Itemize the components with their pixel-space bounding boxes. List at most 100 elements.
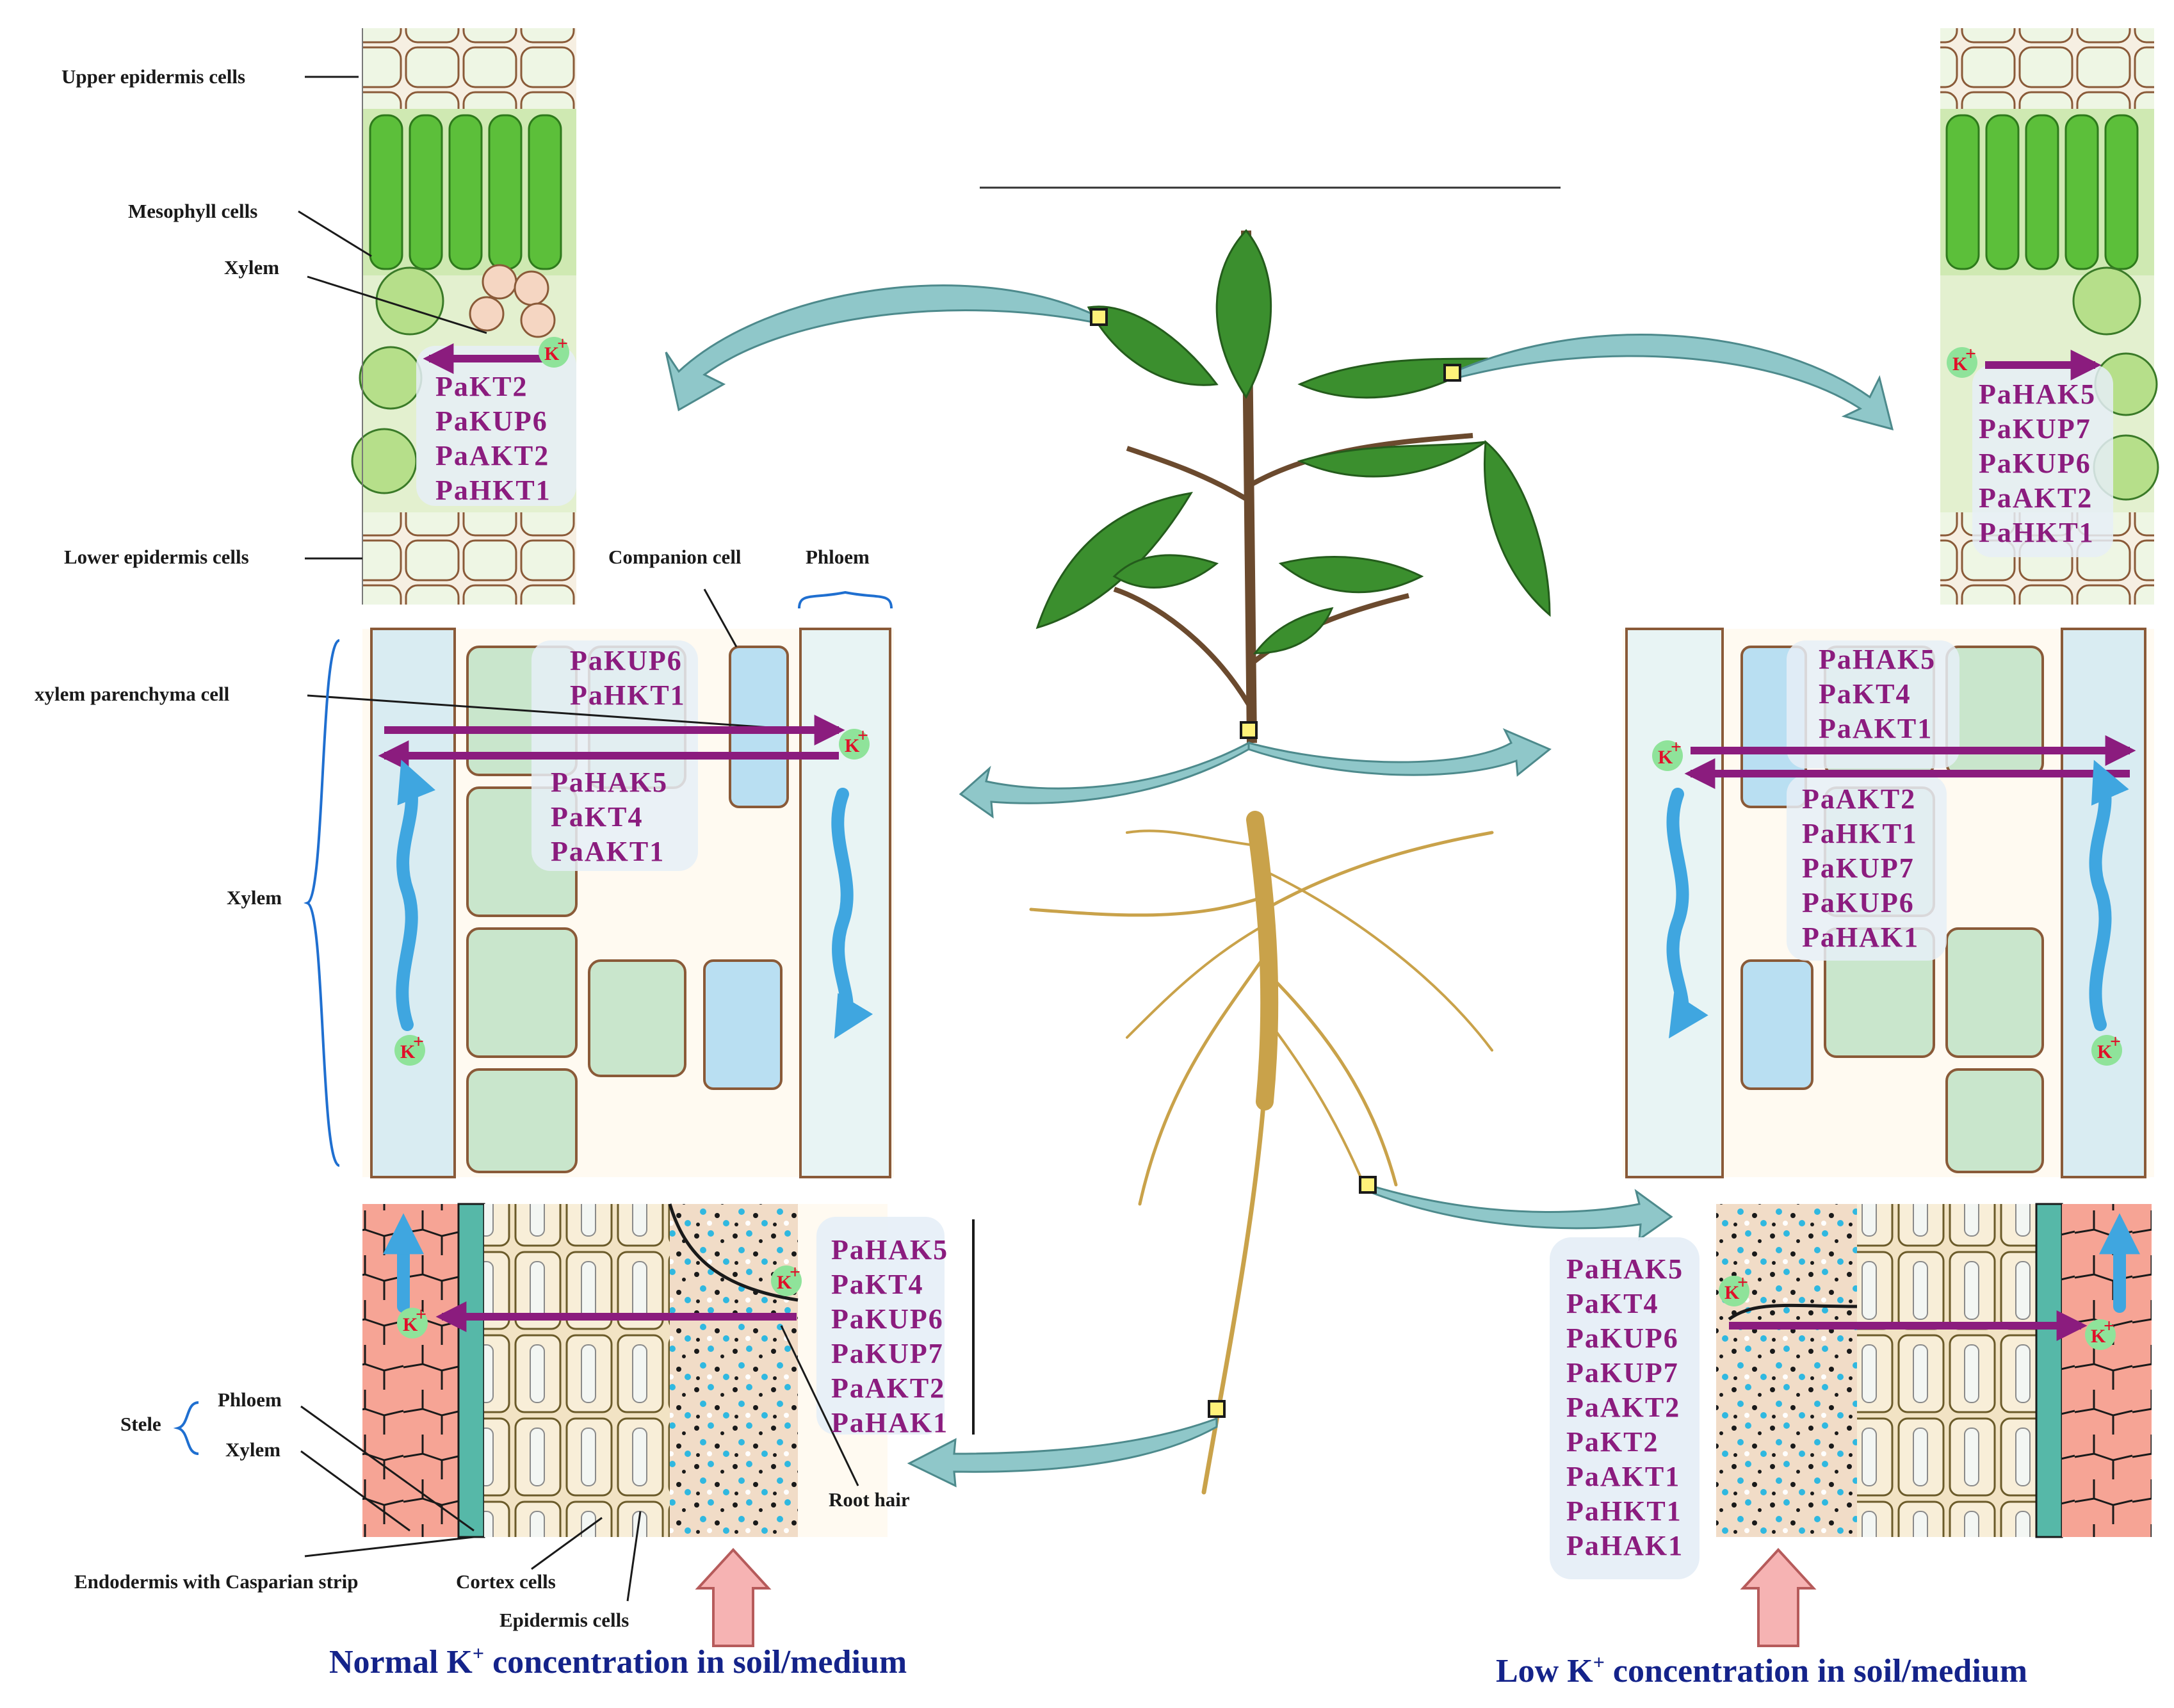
svg-text:K: K [1952, 354, 1968, 375]
structure-labels: Upper epidermis cells Mesophyll cells Xy… [35, 65, 910, 1631]
pointer-origin-markers [1090, 308, 1461, 1418]
svg-text:+: + [416, 1304, 426, 1325]
svg-text:PaAKT1: PaAKT1 [551, 836, 665, 867]
ion-root-low-soil: K+ [1719, 1272, 1749, 1306]
label-xylem-parenchyma: xylem parenchyma cell [35, 683, 230, 705]
svg-text:PaHAK1: PaHAK1 [1802, 922, 1919, 953]
soil-arrow-low [1740, 1548, 1817, 1647]
svg-text:PaKUP7: PaKUP7 [1802, 852, 1915, 884]
root-section-normal [362, 1203, 975, 1538]
svg-text:PaKUP7: PaKUP7 [1979, 413, 2091, 444]
svg-text:PaKUP6: PaKUP6 [1802, 887, 1915, 918]
ion-leaf-normal: K+ [539, 333, 569, 368]
svg-text:PaKUP6: PaKUP6 [1566, 1322, 1679, 1354]
svg-text:PaKUP6: PaKUP6 [435, 405, 548, 437]
svg-text:K: K [1724, 1282, 1740, 1303]
svg-text:+: + [557, 333, 568, 354]
label-companion-cell: Companion cell [608, 546, 742, 568]
svg-text:K: K [2091, 1326, 2106, 1347]
svg-text:PaHKT1: PaHKT1 [435, 475, 551, 506]
svg-text:+: + [1737, 1272, 1748, 1293]
svg-text:PaHKT1: PaHKT1 [1802, 818, 1918, 849]
stem-section-normal [362, 628, 894, 1178]
label-upper-epidermis: Upper epidermis cells [61, 65, 245, 88]
gene-list-stem-normal-upper: PaKUP6 PaHKT1 [570, 645, 686, 711]
svg-text:PaKT2: PaKT2 [435, 371, 528, 402]
svg-text:PaHAK5: PaHAK5 [1566, 1253, 1683, 1285]
gene-list-root-normal: PaHAK5 PaKT4 PaKUP6 PaKUP7 PaAKT2 PaHAK1 [831, 1234, 948, 1438]
label-xylem-stem: Xylem [227, 886, 282, 909]
svg-text:PaKT4: PaKT4 [551, 801, 643, 833]
label-xylem-leaf: Xylem [224, 256, 279, 279]
svg-text:PaKUP6: PaKUP6 [831, 1303, 944, 1335]
svg-text:PaKT4: PaKT4 [1566, 1288, 1659, 1319]
svg-text:PaKUP6: PaKUP6 [1979, 448, 2091, 479]
svg-text:K: K [1658, 747, 1673, 768]
ion-markers: K+ K+ K+ K+ K+ K+ K+ K+ K+ K+ [394, 333, 2122, 1350]
ion-root-normal-soil: K+ [771, 1262, 802, 1296]
svg-text:PaHAK5: PaHAK5 [551, 767, 668, 798]
svg-text:PaHAK1: PaHAK1 [831, 1407, 948, 1438]
svg-text:+: + [2104, 1315, 2114, 1337]
gene-list-root-low: PaHAK5 PaKT4 PaKUP6 PaKUP7 PaAKT2 PaKT2 … [1566, 1253, 1683, 1561]
ion-root-low-stele: K+ [2085, 1315, 2116, 1350]
svg-text:+: + [857, 725, 868, 746]
svg-text:+: + [1965, 343, 1976, 364]
ion-stem-normal-phloem: K+ [839, 725, 870, 760]
soil-arrow-normal [695, 1548, 772, 1647]
svg-text:PaAKT2: PaAKT2 [1802, 783, 1916, 815]
ion-stem-normal-xylem: K+ [394, 1031, 425, 1066]
title-normal-condition: Normal K+ concentration in soil/medium [329, 1641, 907, 1680]
title-low-condition: Low K+ concentration in soil/medium [1496, 1650, 2027, 1689]
label-root-hair: Root hair [829, 1488, 910, 1511]
gene-list-stem-normal-lower: PaHAK5 PaKT4 PaAKT1 [551, 767, 668, 867]
label-stele: Stele [120, 1413, 161, 1435]
label-cortex: Cortex cells [456, 1570, 556, 1593]
svg-text:PaHAK5: PaHAK5 [1979, 378, 2096, 410]
svg-text:K: K [777, 1272, 792, 1293]
flow-arrow-stem-normal-xylem [396, 760, 435, 1031]
svg-text:+: + [2110, 1031, 2121, 1052]
label-stele-xylem: Xylem [225, 1438, 280, 1461]
ion-stem-low-phloem: K+ [1652, 736, 1683, 771]
svg-text:PaHKT1: PaHKT1 [1979, 517, 2095, 548]
svg-text:PaAKT2: PaAKT2 [1566, 1392, 1680, 1423]
svg-text:PaHAK5: PaHAK5 [1819, 644, 1936, 675]
gene-list-stem-low-upper: PaHAK5 PaKT4 PaAKT1 [1819, 644, 1936, 744]
svg-text:PaHAK1: PaHAK1 [1566, 1530, 1683, 1561]
soil-arrows [695, 1548, 1817, 1647]
root-section-low [1550, 1203, 2152, 1579]
gene-lists: PaKT2 PaKUP6 PaAKT2 PaHKT1 PaKUP6 PaHKT1… [435, 371, 2096, 1561]
leaf-section-normal [351, 28, 576, 605]
flow-arrow-stem-low-phloem [1666, 788, 1708, 1039]
svg-text:PaKUP7: PaKUP7 [831, 1338, 944, 1369]
svg-text:PaKUP7: PaKUP7 [1566, 1357, 1679, 1388]
label-phloem-top: Phloem [806, 546, 870, 568]
svg-text:PaHKT1: PaHKT1 [1566, 1495, 1682, 1527]
flow-arrow-stem-low-xylem [2089, 760, 2129, 1031]
svg-text:PaAKT1: PaAKT1 [1566, 1461, 1680, 1492]
label-lower-epidermis: Lower epidermis cells [64, 546, 249, 568]
svg-text:K: K [544, 343, 560, 364]
svg-text:PaHKT1: PaHKT1 [570, 679, 686, 711]
label-endodermis: Endodermis with Casparian strip [74, 1570, 359, 1593]
svg-text:K: K [845, 735, 860, 756]
condition-titles: Normal K+ concentration in soil/medium L… [329, 1641, 2027, 1689]
svg-text:+: + [1671, 736, 1682, 758]
svg-text:PaKT4: PaKT4 [831, 1269, 923, 1300]
gene-list-leaf-low: PaHAK5 PaKUP7 PaKUP6 PaAKT2 PaHKT1 [1979, 378, 2096, 548]
flow-arrows [382, 760, 2141, 1313]
ion-root-normal-stele: K+ [397, 1304, 428, 1338]
ion-stem-low-xylem: K+ [2091, 1031, 2122, 1066]
pointer-arrows [665, 284, 1894, 1488]
flow-arrow-stem-normal-phloem [831, 788, 873, 1039]
svg-text:+: + [413, 1031, 424, 1052]
svg-text:PaAKT2: PaAKT2 [435, 440, 549, 471]
svg-text:PaKT2: PaKT2 [1566, 1426, 1659, 1458]
label-stele-phloem: Phloem [218, 1388, 282, 1411]
svg-text:PaAKT2: PaAKT2 [831, 1372, 945, 1404]
leaf-section-low [1940, 28, 2159, 605]
svg-text:K: K [2097, 1041, 2113, 1062]
svg-text:PaAKT2: PaAKT2 [1979, 482, 2093, 514]
